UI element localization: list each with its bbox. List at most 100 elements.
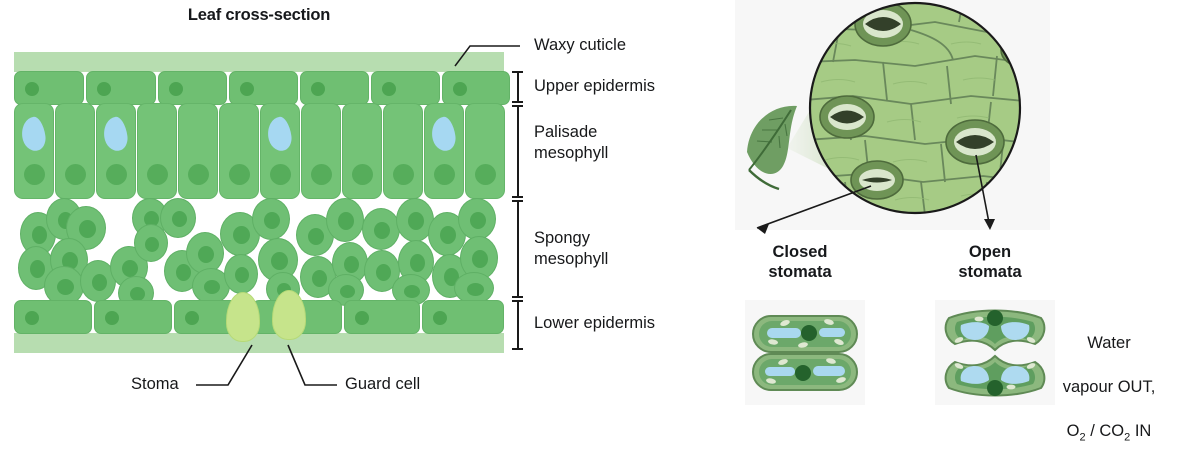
label-open-stomata: Open stomata <box>958 243 1022 281</box>
cell-nucleus <box>410 254 425 272</box>
cell-nucleus <box>475 164 496 185</box>
cell-nucleus <box>434 164 455 185</box>
cell-nucleus <box>79 220 96 238</box>
label-closed-stomata: Closed stomata <box>768 243 832 281</box>
closed-guard-cell-top <box>752 315 858 353</box>
open-stomata-diagram <box>935 300 1055 405</box>
micrograph-stoma-edge <box>1000 32 1020 68</box>
leaf-tissue-stack <box>14 52 510 353</box>
spongy-mesophyll-cell <box>134 224 168 262</box>
lower-epidermis-cell <box>422 300 504 334</box>
spongy-mesophyll-cell <box>454 272 494 304</box>
spongy-mesophyll-cell <box>18 246 54 290</box>
micrograph-stoma-closed <box>850 160 904 200</box>
spongy-mesophyll-cell <box>252 198 290 240</box>
cell-nucleus <box>308 228 324 245</box>
cell-nucleus <box>376 264 391 281</box>
label-lower-epidermis: Lower epidermis <box>534 314 656 332</box>
cell-nucleus <box>355 311 369 325</box>
palisade-cell <box>96 103 136 199</box>
cell-nucleus <box>311 82 325 96</box>
open-guard-cell-top <box>944 309 1046 352</box>
gas-line-3: O2 / CO2 IN <box>1035 420 1183 448</box>
palisade-cell <box>137 103 177 199</box>
spongy-mesophyll-cell <box>192 268 230 304</box>
label-spongy-mesophyll: Spongy mesophyll <box>534 229 609 268</box>
cell-nucleus <box>97 82 111 96</box>
label-stoma: Stoma <box>131 375 179 393</box>
closed-stomata-diagram <box>745 300 865 405</box>
label-waxy-cuticle: Waxy cuticle <box>534 36 626 54</box>
cell-nucleus <box>340 285 355 298</box>
palisade-cell <box>301 103 341 199</box>
cell-nucleus <box>57 279 74 295</box>
micrograph-stoma-right <box>945 119 1005 165</box>
leaf-cross-section-panel: Leaf cross-section Waxy cuticle Upper ep… <box>14 6 656 393</box>
cell-nucleus <box>24 164 45 185</box>
bracket-spongy <box>512 200 523 298</box>
cell-nucleus <box>382 82 396 96</box>
leaf-icon <box>747 105 797 191</box>
cell-nucleus <box>32 226 47 244</box>
lower-epidermis-cell <box>344 300 420 334</box>
cell-nucleus <box>204 280 220 294</box>
cell-nucleus <box>453 82 467 96</box>
cell-nucleus <box>65 164 86 185</box>
arrow-closed-stomata <box>756 185 872 234</box>
open-guard-cell-bottom <box>944 354 1046 397</box>
label-guard-cell: Guard cell <box>345 375 421 393</box>
cell-nucleus <box>470 212 486 229</box>
label-palisade-mesophyll: Palisade mesophyll <box>534 123 609 162</box>
cell-nucleus <box>338 212 354 230</box>
upper-epidermis-cell <box>14 71 84 105</box>
cell-nucleus <box>393 164 414 185</box>
spongy-mesophyll-cell <box>458 198 496 240</box>
micrograph-stoma-mid-left <box>819 95 875 139</box>
cell-nucleus <box>144 211 159 227</box>
cell-nucleus <box>433 311 447 325</box>
cell-nucleus <box>264 212 280 229</box>
cell-nucleus <box>172 211 187 227</box>
guard-cell <box>226 292 260 342</box>
stomata-detail-panel: Closed stomata Open stomata <box>735 0 1187 443</box>
bracket-upper-epidermis <box>512 71 523 103</box>
spongy-mesophyll-cell <box>224 254 258 294</box>
palisade-cell <box>342 103 382 199</box>
cell-nucleus <box>169 82 183 96</box>
cell-nucleus <box>270 164 291 185</box>
closed-guard-cell-bottom <box>752 353 858 391</box>
gas-line-2: vapour OUT, <box>1062 378 1156 396</box>
cell-nucleus <box>408 212 424 230</box>
cell-nucleus <box>145 237 159 252</box>
bracket-palisade <box>512 105 523 198</box>
spongy-mesophyll-cell <box>164 250 200 292</box>
label-upper-epidermis: Upper epidermis <box>534 77 656 95</box>
spongy-mesophyll-cell <box>160 198 196 238</box>
spongy-mesophyll-cell <box>362 208 400 250</box>
waxy-cuticle-upper <box>14 52 504 72</box>
cell-nucleus <box>233 226 250 244</box>
palisade-cell <box>55 103 95 199</box>
spongy-mesophyll-region <box>14 198 504 310</box>
spongy-mesophyll-cell <box>396 198 434 242</box>
cell-nucleus <box>311 164 332 185</box>
cell-nucleus <box>106 164 127 185</box>
upper-epidermis-cell <box>86 71 156 105</box>
upper-epidermis-cell <box>300 71 369 105</box>
cell-nucleus <box>30 260 45 278</box>
spongy-mesophyll-cell <box>186 232 224 274</box>
cell-nucleus <box>312 270 327 287</box>
palisade-cell <box>383 103 423 199</box>
cell-nucleus <box>105 311 119 325</box>
cell-nucleus <box>235 267 249 283</box>
spongy-mesophyll-cell <box>296 214 334 256</box>
palisade-cell <box>14 103 54 199</box>
cell-nucleus <box>92 274 107 291</box>
cell-nucleus <box>130 287 145 301</box>
palisade-cell <box>260 103 300 199</box>
cell-nucleus <box>271 252 288 270</box>
cell-nucleus <box>352 164 373 185</box>
cell-nucleus <box>25 82 39 96</box>
cell-nucleus <box>62 252 78 270</box>
cell-nucleus <box>374 222 390 239</box>
